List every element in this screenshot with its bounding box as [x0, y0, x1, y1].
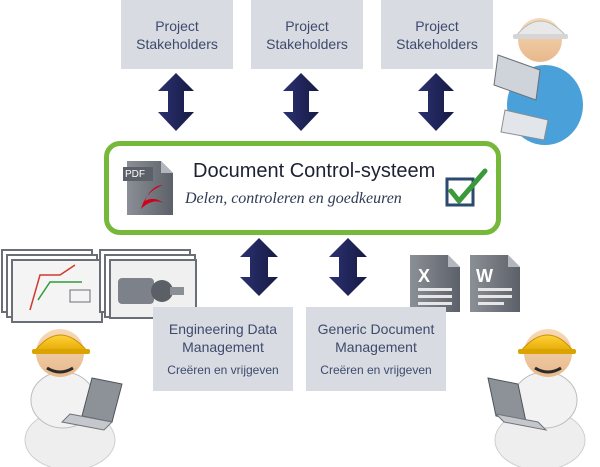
document-control-box: PDF Document Control-systeem Delen, cont…	[104, 141, 501, 235]
checkbox-check-icon	[445, 168, 488, 207]
stakeholder-label-3b: Stakeholders	[396, 35, 478, 52]
double-arrow-5	[329, 238, 367, 296]
stakeholder-label-1b: Stakeholders	[136, 35, 218, 52]
gdm-sub: Creëren en vrijgeven	[320, 363, 432, 377]
stakeholder-box-2: Project Stakeholders	[251, 0, 363, 69]
svg-text:W: W	[476, 266, 493, 286]
stakeholder-label-3a: Project	[415, 17, 459, 34]
stakeholder-label-1a: Project	[155, 17, 199, 34]
dcs-title: Document Control-systeem	[193, 160, 436, 182]
dcs-subtitle: Delen, controleren en goedkeuren	[185, 190, 402, 207]
excel-document-icon: X	[410, 255, 460, 312]
stakeholder-label-2b: Stakeholders	[266, 35, 348, 52]
worker-laptop-figure	[24, 329, 123, 467]
double-arrow-4	[240, 238, 278, 296]
stakeholder-box-3: Project Stakeholders	[381, 0, 493, 69]
worker-tablet-figure	[493, 18, 583, 145]
pdf-label: PDF	[125, 169, 145, 180]
gdm-line1: Generic Document	[317, 321, 435, 337]
edm-line2: Management	[182, 339, 264, 355]
cad-drawing-icon	[1, 249, 103, 323]
edm-line1: Engineering Data	[168, 321, 278, 337]
svg-text:X: X	[418, 266, 430, 286]
generic-document-management-box: Generic Document Management Creëren en v…	[306, 307, 446, 391]
word-document-icon: W	[470, 255, 520, 312]
pump-drawing-icon	[99, 249, 197, 319]
pdf-document-icon	[123, 161, 173, 215]
worker-laptop-figure-right	[487, 329, 586, 467]
engineering-data-management-box: Engineering Data Management Creëren en v…	[153, 307, 293, 391]
double-arrow-1	[158, 73, 194, 131]
double-arrow-3	[418, 73, 454, 131]
stakeholder-box-1: Project Stakeholders	[121, 0, 233, 69]
stakeholder-label-2a: Project	[285, 17, 329, 34]
edm-sub: Creëren en vrijgeven	[167, 363, 279, 377]
gdm-line2: Management	[335, 339, 417, 355]
double-arrow-2	[283, 73, 319, 131]
